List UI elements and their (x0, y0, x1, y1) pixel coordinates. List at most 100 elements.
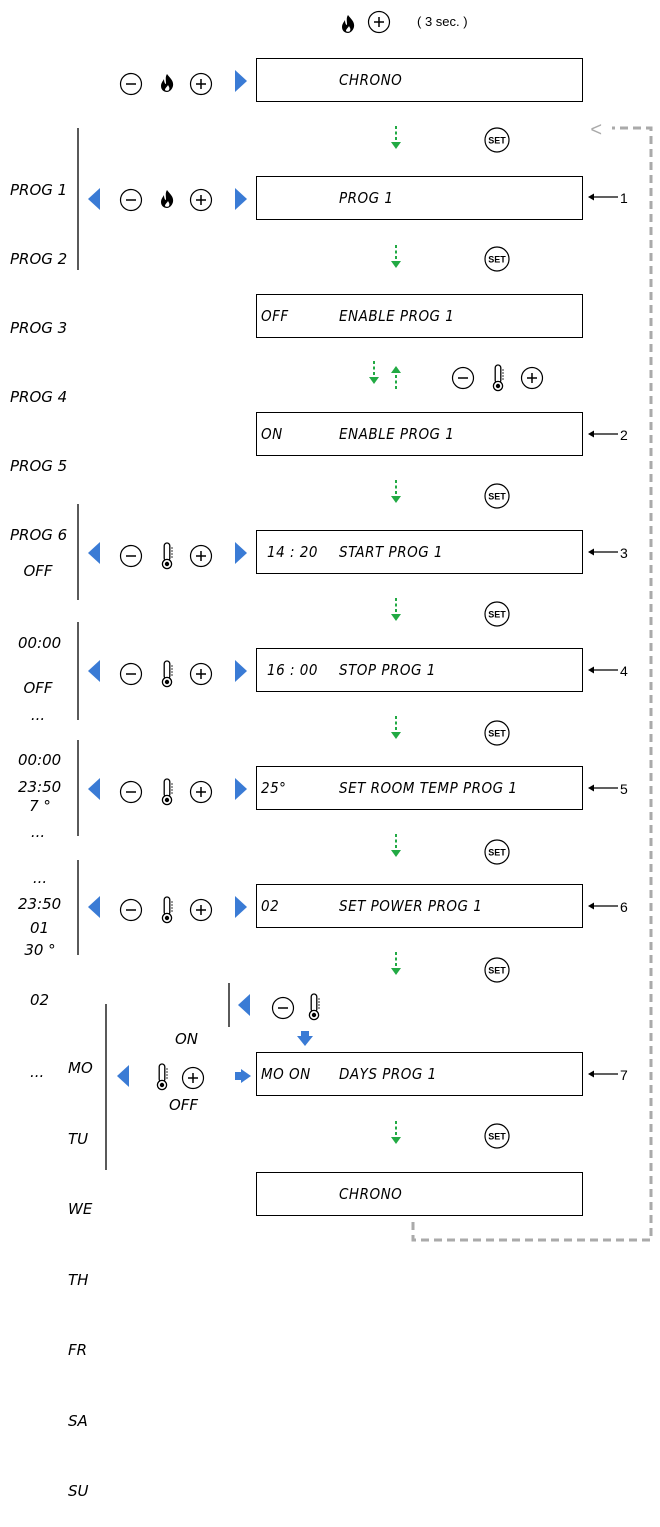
ref-number: 2 (620, 427, 628, 443)
lcd-screen-enable-off: OFF ENABLE PROG 1 (256, 294, 583, 338)
reference-arrow-icon (587, 665, 619, 675)
flame-icon (161, 190, 174, 208)
ref-number: 1 (620, 190, 628, 206)
lcd-screen-start: 14 : 20 START PROG 1 (256, 530, 583, 574)
lcd-left-text: 25° (261, 779, 287, 797)
minus-button-icon[interactable] (271, 996, 295, 1020)
arrow-right-icon (235, 188, 247, 210)
plus-button-icon[interactable] (189, 780, 213, 804)
option-item: PROG 6 (10, 526, 68, 544)
minus-button-icon[interactable] (451, 366, 475, 390)
plus-button-icon[interactable] (367, 10, 391, 34)
option-item: OFF (23, 562, 53, 580)
ref-number: 6 (620, 899, 628, 915)
minus-button-icon[interactable] (119, 780, 143, 804)
thermometer-icon (492, 364, 505, 392)
lcd-screen-stop: 16 : 00 STOP PROG 1 (256, 648, 583, 692)
arrow-right-icon (235, 660, 247, 682)
arrow-right-icon (235, 542, 247, 564)
arrow-left-icon (88, 778, 100, 800)
plus-button-icon[interactable] (189, 898, 213, 922)
minus-button-icon[interactable] (119, 662, 143, 686)
option-item: WE (68, 1200, 93, 1218)
option-item: 30 ° (24, 941, 56, 959)
option-item: MO (68, 1059, 93, 1077)
loop-back-line (411, 126, 653, 1242)
reference-arrow-icon (587, 901, 619, 911)
arrow-left-icon (117, 1065, 129, 1087)
minus-button-icon[interactable] (119, 188, 143, 212)
option-item: PROG 4 (10, 388, 68, 406)
lcd-screen-days: MO ON DAYS PROG 1 (256, 1052, 583, 1096)
program-list: PROG 1 PROG 2 PROG 3 PROG 4 PROG 5 PROG … (10, 133, 67, 570)
arrow-left-icon (88, 188, 100, 210)
option-item: 02 (30, 991, 50, 1009)
option-item: TH (68, 1270, 89, 1289)
reference-arrow-icon (587, 783, 619, 793)
set-button-label: SET (488, 610, 506, 620)
hold-duration-note: ( 3 sec. ) (417, 14, 468, 29)
option-item: 00:00 (18, 634, 62, 652)
set-button-label: SET (488, 966, 506, 976)
minus-button-icon[interactable] (119, 544, 143, 568)
set-button-label: SET (488, 1132, 506, 1142)
down-arrow-icon (297, 1031, 313, 1046)
lcd-left-text: OFF (261, 307, 289, 325)
plus-button-icon[interactable] (189, 188, 213, 212)
lcd-right-text: PROG 1 (339, 189, 394, 207)
option-item: 23:50 (18, 778, 62, 796)
lcd-right-text: ENABLE PROG 1 (339, 425, 455, 443)
option-item: PROG 1 (10, 181, 68, 199)
down-arrow-icon (390, 1120, 402, 1145)
ref-number: 3 (620, 545, 628, 561)
plus-button-icon[interactable] (189, 544, 213, 568)
lcd-left-text: 02 (261, 897, 280, 915)
option-item: ... (30, 706, 46, 724)
thermometer-icon (161, 542, 174, 570)
minus-button-icon[interactable] (119, 72, 143, 96)
lcd-right-text: DAYS PROG 1 (339, 1065, 437, 1083)
arrow-right-icon (235, 70, 247, 92)
lcd-screen-chrono: CHRONO (256, 58, 583, 102)
arrow-right-icon (235, 778, 247, 800)
arrow-left-icon (238, 994, 250, 1016)
set-button-label: SET (488, 729, 506, 739)
plus-button-icon[interactable] (189, 662, 213, 686)
set-button-label: SET (488, 848, 506, 858)
lcd-screen-enable-on: ON ENABLE PROG 1 (256, 412, 583, 456)
arrow-left-icon (88, 542, 100, 564)
option-item: 01 (30, 919, 50, 937)
reference-arrow-icon (587, 1069, 619, 1079)
plus-button-icon[interactable] (181, 1066, 205, 1090)
option-item: 00:00 (18, 751, 62, 769)
down-arrow-icon (390, 125, 402, 150)
ref-number: 7 (620, 1067, 628, 1083)
arrow-right-icon (235, 896, 247, 918)
lcd-left-text: 16 : 00 (267, 661, 318, 679)
ref-number: 4 (620, 663, 628, 679)
option-item: OFF (23, 679, 53, 697)
option-item: PROG 2 (10, 250, 68, 268)
reference-arrow-icon (587, 547, 619, 557)
power-range-list: 01 02 ... (30, 868, 49, 1108)
flame-icon (161, 74, 174, 92)
down-arrow-icon (390, 715, 402, 740)
plus-button-icon[interactable] (189, 72, 213, 96)
on-off-list: ON OFF (168, 984, 198, 1138)
loop-arrow-icon: < (590, 119, 602, 141)
option-item: ... (30, 1063, 45, 1081)
option-item: SA (68, 1411, 88, 1430)
start-range-list: OFF 00:00 ... 23:50 (18, 511, 62, 823)
lcd-right-text: SET ROOM TEMP PROG 1 (339, 779, 518, 797)
down-arrow-icon (390, 951, 402, 976)
reference-arrow-icon (587, 192, 619, 202)
lcd-screen-prog: PROG 1 (256, 176, 583, 220)
thermometer-icon (161, 896, 174, 924)
minus-button-icon[interactable] (119, 898, 143, 922)
thermometer-icon (156, 1063, 169, 1091)
lcd-left-text: MO ON (261, 1065, 311, 1083)
set-button-label: SET (488, 255, 506, 265)
option-item: PROG 3 (10, 319, 68, 337)
plus-button-icon[interactable] (520, 366, 544, 390)
lcd-right-text: CHRONO (339, 71, 403, 89)
